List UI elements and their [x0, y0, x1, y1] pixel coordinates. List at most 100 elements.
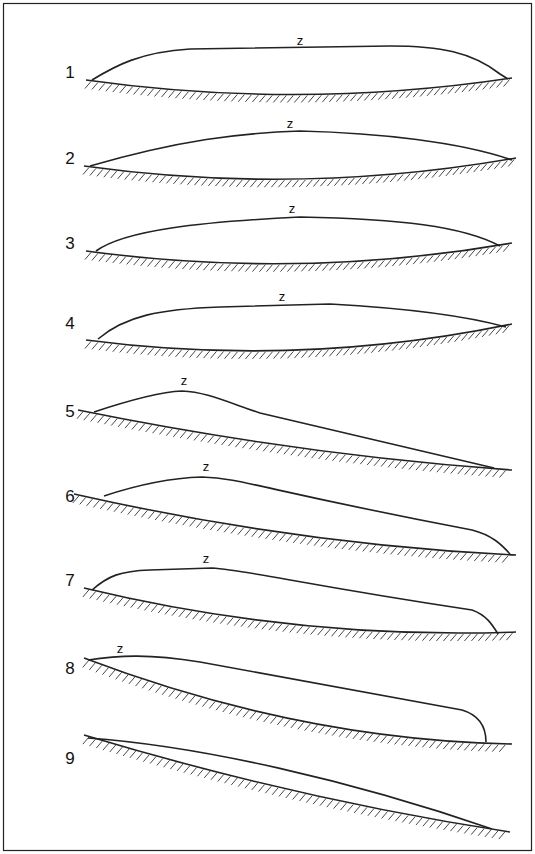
- hatch-stroke: [257, 713, 263, 720]
- hatch-stroke: [508, 159, 514, 166]
- hatch-stroke: [325, 727, 331, 734]
- hatch-stroke: [390, 175, 396, 182]
- hatch-stroke: [201, 179, 207, 186]
- hatch-stroke: [357, 94, 363, 101]
- hatch-stroke: [305, 450, 311, 457]
- hatch-stroke: [465, 468, 471, 475]
- hatch-stroke: [482, 330, 488, 337]
- hatch-stroke: [299, 180, 305, 187]
- hatch-stroke: [242, 441, 248, 448]
- hatch-stroke: [312, 725, 318, 732]
- hatch-stroke: [363, 544, 369, 551]
- hatch-stroke: [471, 634, 477, 641]
- hatch-stroke: [429, 634, 435, 641]
- hatch-stroke: [418, 172, 424, 179]
- hatch-stroke: [239, 352, 245, 359]
- hatch-stroke: [230, 707, 236, 714]
- hatch-stroke: [397, 174, 403, 181]
- hatch-stroke: [211, 351, 217, 358]
- hatch-stroke: [90, 739, 96, 746]
- deposit-outline: [96, 217, 500, 251]
- hatch-stroke: [176, 517, 182, 524]
- hatch-stroke: [215, 179, 221, 186]
- hatch-stroke: [218, 352, 224, 359]
- hatch-stroke: [151, 605, 157, 612]
- hatch-stroke: [231, 778, 237, 785]
- hatch-stroke: [252, 265, 258, 272]
- hatch-stroke: [279, 534, 285, 541]
- hatch-stroke: [243, 180, 249, 187]
- hatch-stroke: [249, 442, 255, 449]
- hatch-stroke: [349, 543, 355, 550]
- hatch-stroke: [457, 825, 463, 832]
- hatch-stroke: [373, 632, 379, 639]
- hatch-stroke: [461, 334, 467, 341]
- hatch-stroke: [399, 91, 405, 98]
- hatch-stroke: [209, 701, 215, 708]
- hatch-stroke: [329, 349, 335, 356]
- hatch-stroke: [339, 455, 345, 462]
- hatch-stroke: [315, 264, 321, 271]
- hatch-stroke: [406, 258, 412, 265]
- hatch-stroke: [182, 694, 188, 701]
- hatch-stroke: [217, 94, 223, 101]
- hatch-stroke: [336, 95, 342, 102]
- hatch-stroke: [366, 632, 372, 639]
- hatch-stroke: [377, 546, 383, 553]
- hatch-stroke: [245, 781, 251, 788]
- hatch-stroke: [176, 692, 182, 699]
- hatch-stroke: [128, 508, 134, 515]
- hatch-stroke: [293, 793, 299, 800]
- hatch-stroke: [322, 350, 328, 357]
- hatch-stroke: [231, 264, 237, 271]
- hatch-stroke: [367, 734, 373, 741]
- hatch-stroke: [189, 92, 195, 99]
- hatch-stroke: [225, 776, 231, 783]
- hatch-stroke: [430, 465, 436, 472]
- hatch-stroke: [450, 634, 456, 641]
- hatch-stroke: [404, 174, 410, 181]
- summit-label: z: [287, 117, 294, 130]
- hatch-stroke: [90, 592, 96, 599]
- hatch-stroke: [134, 347, 140, 354]
- hatch-stroke: [265, 786, 271, 793]
- hatch-stroke: [458, 467, 464, 474]
- hatch-stroke: [130, 751, 136, 758]
- hatch-stroke: [443, 742, 449, 749]
- hatch-stroke: [489, 329, 495, 336]
- hatch-stroke: [141, 510, 147, 517]
- ground-line: [74, 494, 516, 555]
- hatch-stroke: [494, 162, 500, 169]
- hatch-stroke: [187, 432, 193, 439]
- hatch-stroke: [250, 712, 256, 719]
- ground-line: [84, 735, 510, 832]
- hatch-stroke: [245, 529, 251, 536]
- hatch-stroke: [306, 796, 312, 803]
- hatch-stroke: [224, 264, 230, 271]
- hatch-stroke: [90, 168, 96, 175]
- ground-line: [86, 243, 512, 264]
- hatch-stroke: [99, 343, 105, 350]
- hatch-stroke: [85, 342, 91, 349]
- hatch-stroke: [286, 791, 292, 798]
- hatch-stroke: [299, 794, 305, 801]
- hatch-stroke: [427, 256, 433, 263]
- hatch-stroke: [446, 169, 452, 176]
- hatch-stroke: [210, 523, 216, 530]
- hatch-stroke: [92, 82, 98, 89]
- hatch-stroke: [398, 548, 404, 555]
- hatch-stroke: [469, 84, 475, 91]
- hatch-stroke: [340, 803, 346, 810]
- hatch-stroke: [392, 92, 398, 99]
- hatch-stroke: [179, 610, 185, 617]
- hatch-stroke: [183, 350, 189, 357]
- hatch-stroke: [294, 265, 300, 272]
- hatch-stroke: [290, 625, 296, 632]
- hatch-stroke: [320, 179, 326, 186]
- hatch-stroke: [284, 719, 290, 726]
- hatch-stroke: [137, 753, 143, 760]
- hatch-stroke: [497, 81, 503, 88]
- hatch-stroke: [478, 744, 484, 751]
- hatch-stroke: [427, 89, 433, 96]
- profile-number: 6: [65, 488, 74, 505]
